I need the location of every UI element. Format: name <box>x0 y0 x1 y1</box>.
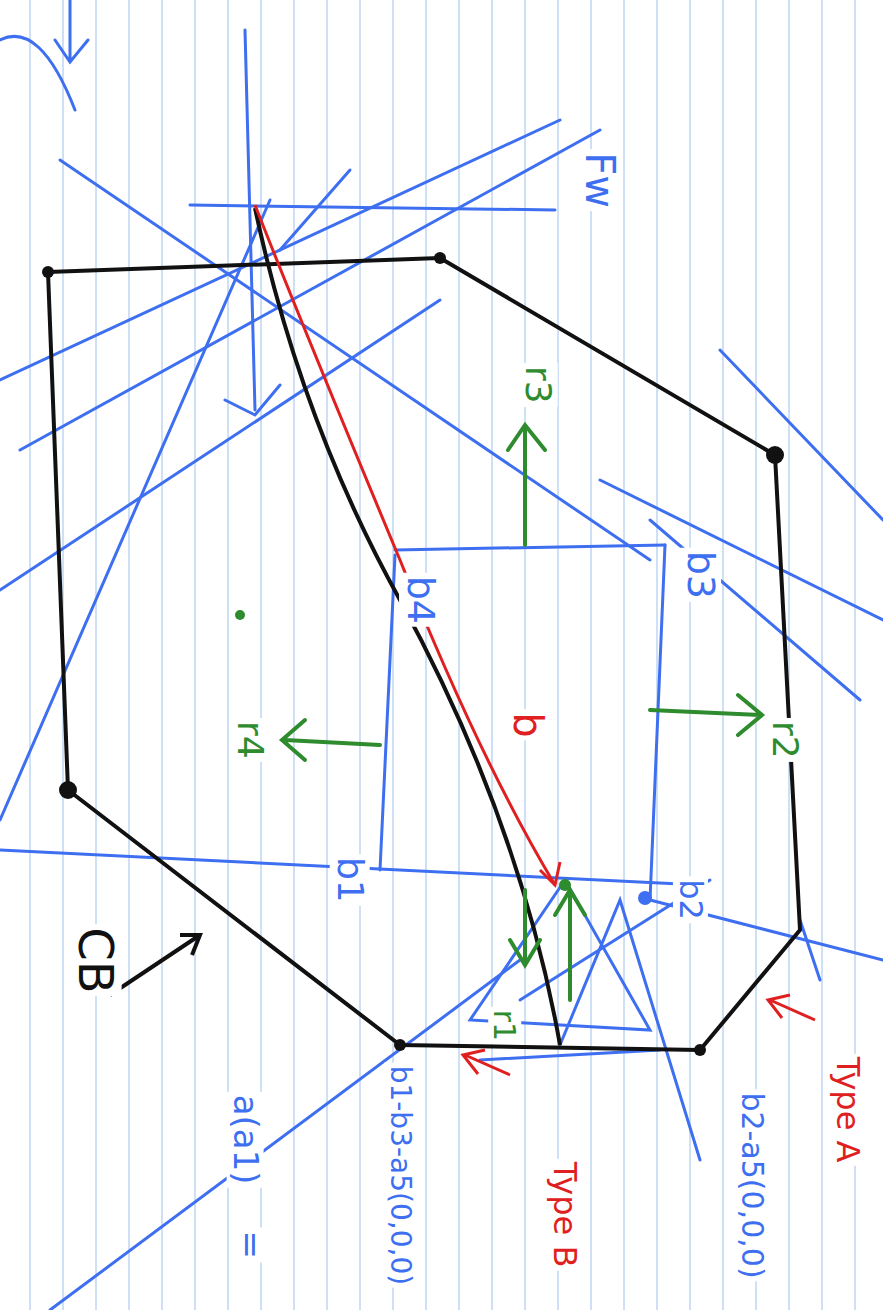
math-label: r2 <box>765 718 805 762</box>
math-label: r1 <box>488 1006 521 1043</box>
dot <box>235 610 245 620</box>
math-label: Type A <box>830 1054 865 1166</box>
math-label: b3 <box>679 548 721 602</box>
math-label: CB <box>69 924 122 996</box>
math-label: = <box>231 1228 268 1263</box>
math-label: r3 <box>518 363 558 407</box>
math-label: b4 <box>399 573 441 627</box>
dot <box>638 891 652 905</box>
red-path <box>255 205 555 885</box>
math-label: a(a1) <box>226 1092 263 1188</box>
vertices <box>42 252 784 1056</box>
math-label: b1 <box>330 854 370 906</box>
math-label: r4 <box>230 718 270 762</box>
normal-vectors <box>282 425 762 1000</box>
dot <box>559 879 571 891</box>
pointer-arrow <box>110 935 200 995</box>
math-label: b2 <box>672 877 707 924</box>
math-label: b2-a5(0,0,0) <box>735 1089 768 1281</box>
math-label: b <box>506 709 550 740</box>
math-label: Fw <box>578 149 622 211</box>
pointer-arrow <box>463 1050 510 1075</box>
math-label: b1-b3-a5(0,0,0) <box>385 1062 416 1287</box>
pointer-arrow <box>768 995 815 1020</box>
arrow-head <box>540 862 560 885</box>
ruled-lines <box>30 0 855 1310</box>
math-label: Type B <box>547 1159 582 1271</box>
polytope <box>48 208 800 1050</box>
